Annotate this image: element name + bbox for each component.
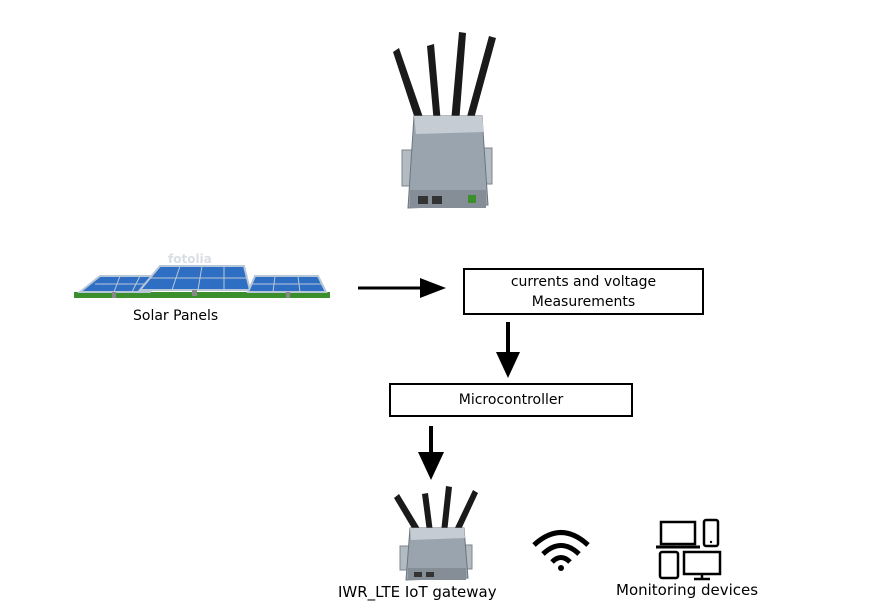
measurements-line1: currents and voltage (510, 273, 657, 290)
solar-watermark: fotolia (168, 252, 212, 266)
monitoring-devices-label: Monitoring devices (616, 581, 759, 599)
microcontroller-label: Microcontroller (458, 392, 564, 408)
measurements-line2: Measurements (531, 293, 636, 310)
solar-panels-label: Solar Panels (133, 308, 219, 324)
measurements-box: currents and voltage Measurements (463, 268, 704, 315)
gateway-label: IWR_LTE IoT gateway (338, 583, 497, 601)
microcontroller-box: Microcontroller (389, 383, 633, 417)
